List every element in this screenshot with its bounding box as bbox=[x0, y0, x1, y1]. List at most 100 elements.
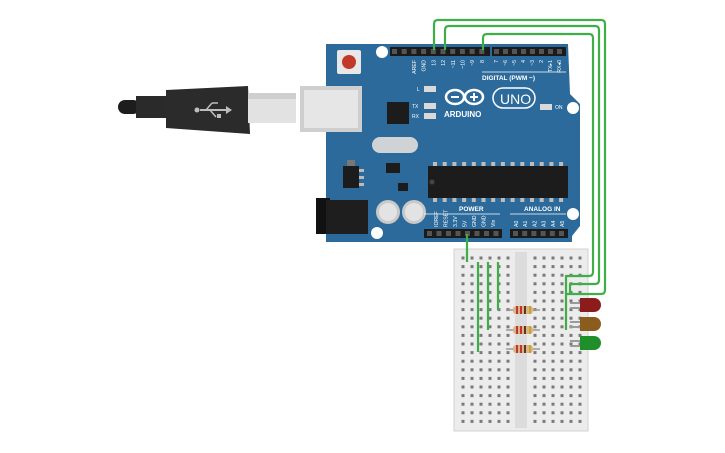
breadboard-hole bbox=[551, 359, 555, 363]
breadboard-hole bbox=[470, 394, 474, 398]
breadboard-hole bbox=[461, 419, 465, 423]
breadboard-hole bbox=[569, 394, 573, 398]
breadboard-hole bbox=[542, 282, 546, 286]
breadboard-hole bbox=[479, 419, 483, 423]
breadboard-hole bbox=[479, 256, 483, 260]
breadboard-hole bbox=[479, 402, 483, 406]
breadboard-hole bbox=[542, 308, 546, 312]
label-l: L bbox=[417, 87, 420, 93]
usb-trident-icon bbox=[194, 102, 232, 118]
breadboard-hole bbox=[560, 308, 564, 312]
chip-pin bbox=[500, 162, 505, 166]
digital-pin-holes bbox=[392, 49, 562, 54]
chip-pin bbox=[452, 198, 457, 202]
breadboard-hole bbox=[569, 385, 573, 389]
breadboard-hole bbox=[533, 351, 537, 355]
breadboard-hole bbox=[470, 282, 474, 286]
breadboard-hole bbox=[551, 394, 555, 398]
pin-label: AREF bbox=[412, 60, 418, 74]
breadboard-hole bbox=[533, 273, 537, 277]
breadboard-hole bbox=[551, 265, 555, 269]
breadboard-hole bbox=[461, 256, 465, 260]
breadboard-hole bbox=[461, 411, 465, 415]
label-rx: RX bbox=[412, 114, 420, 120]
breadboard-hole bbox=[470, 316, 474, 320]
pin-label: TX▸1 bbox=[548, 60, 554, 72]
led-rx bbox=[424, 113, 436, 119]
dc-barrel-jack bbox=[326, 200, 368, 234]
chip-pin bbox=[481, 162, 486, 166]
chip-pin bbox=[510, 162, 515, 166]
breadboard-hole bbox=[488, 411, 492, 415]
chip-pin bbox=[471, 162, 476, 166]
led-l bbox=[424, 86, 436, 92]
breadboard-hole bbox=[578, 419, 582, 423]
breadboard-hole bbox=[497, 351, 501, 355]
breadboard-hole bbox=[479, 290, 483, 294]
breadboard-hole bbox=[497, 333, 501, 337]
breadboard-hole bbox=[533, 282, 537, 286]
pin-hole bbox=[392, 49, 397, 54]
breadboard-hole bbox=[542, 299, 546, 303]
breadboard-hole bbox=[488, 299, 492, 303]
pin-label: RX◂0 bbox=[557, 60, 563, 73]
breadboard-hole bbox=[560, 273, 564, 277]
breadboard-hole bbox=[533, 290, 537, 294]
pin-hole bbox=[446, 231, 451, 236]
breadboard-hole bbox=[578, 351, 582, 355]
breadboard-hole bbox=[506, 359, 510, 363]
breadboard-hole bbox=[488, 308, 492, 312]
breadboard-hole bbox=[551, 385, 555, 389]
pin-hole bbox=[427, 231, 432, 236]
chip-pin bbox=[530, 198, 534, 202]
breadboard-hole bbox=[461, 376, 465, 380]
breadboard-hole bbox=[560, 256, 564, 260]
breadboard-hole bbox=[569, 308, 573, 312]
chip-pin bbox=[462, 198, 467, 202]
breadboard-hole bbox=[470, 411, 474, 415]
breadboard-hole bbox=[470, 342, 474, 346]
breadboard-hole bbox=[542, 385, 546, 389]
led-red bbox=[570, 298, 601, 312]
breadboard-hole bbox=[497, 394, 501, 398]
breadboard-hole bbox=[479, 308, 483, 312]
breadboard-hole bbox=[569, 419, 573, 423]
chip-pin bbox=[433, 198, 437, 202]
breadboard-hole bbox=[560, 316, 564, 320]
breadboard-hole bbox=[470, 359, 474, 363]
breadboard-hole bbox=[461, 282, 465, 286]
breadboard-hole bbox=[533, 394, 537, 398]
breadboard-hole bbox=[479, 282, 483, 286]
pin-hole bbox=[474, 231, 480, 236]
power-header bbox=[424, 229, 502, 238]
chip-pin bbox=[442, 162, 447, 166]
pin-hole bbox=[503, 49, 508, 54]
pin-hole bbox=[549, 231, 555, 236]
pin-hole bbox=[430, 49, 436, 54]
breadboard-hole bbox=[551, 368, 555, 372]
breadboard-hole bbox=[470, 325, 474, 329]
breadboard-hole bbox=[551, 273, 555, 277]
pin-hole bbox=[559, 231, 564, 236]
pin-label: A4 bbox=[551, 221, 557, 227]
breadboard-hole bbox=[578, 290, 582, 294]
breadboard-hole bbox=[470, 290, 474, 294]
pin-hole bbox=[512, 49, 517, 54]
chip-pin bbox=[539, 198, 544, 202]
chip-pin bbox=[481, 198, 486, 202]
label-on: ON bbox=[555, 105, 563, 111]
resistor-band bbox=[516, 306, 518, 314]
chip-pin bbox=[549, 162, 554, 166]
breadboard-hole bbox=[461, 385, 465, 389]
mounting-hole bbox=[567, 102, 579, 114]
model-label: UNO bbox=[500, 91, 531, 107]
breadboard-hole bbox=[470, 385, 474, 389]
pin-label: A3 bbox=[542, 221, 548, 227]
breadboard-hole bbox=[479, 273, 483, 277]
chip-pin bbox=[530, 162, 534, 166]
breadboard-hole bbox=[461, 316, 465, 320]
breadboard-hole bbox=[461, 308, 465, 312]
chip-pins-bottom bbox=[433, 198, 564, 202]
pin-label: 7 bbox=[494, 60, 500, 63]
